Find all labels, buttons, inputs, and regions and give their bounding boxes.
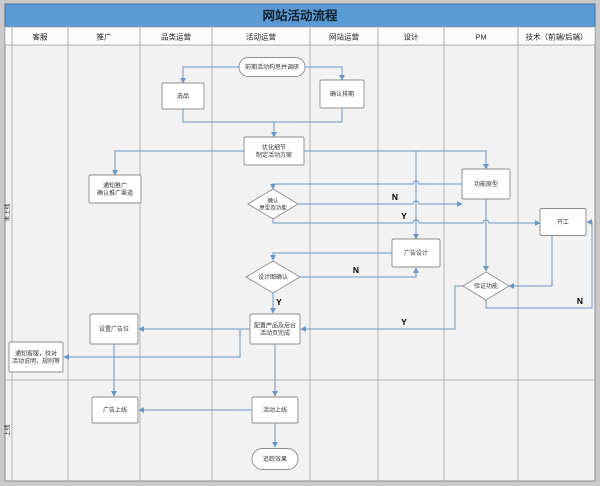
node-label: 选品 <box>177 92 189 100</box>
branch-label-y-sjtqr-y: Y <box>276 297 282 307</box>
flow-node-adpos[interactable]: 设置广告位 <box>89 313 139 345</box>
flow-edge-start-paiqi <box>305 66 345 81</box>
lane-header-label-huodong: 活动运营 <box>246 32 276 42</box>
node-label: 追踪效果 <box>263 455 287 463</box>
branch-label-y-yzgn-y: Y <box>401 317 407 327</box>
terminal-shape <box>251 448 299 470</box>
decision-shape <box>247 188 299 220</box>
node-label: 确认排期 <box>330 90 354 98</box>
start-shape <box>238 57 306 77</box>
node-label: 通知客服，校对 <box>15 349 57 357</box>
flow-node-paiqi[interactable]: 确认排期 <box>319 79 365 109</box>
flow-edge-sjtqr-n <box>300 267 419 278</box>
node-label: 活动说明，规则等 <box>12 357 60 365</box>
branch-label-n-yzgn-n: N <box>577 296 583 306</box>
flow-edge-start-xuanpin <box>180 66 239 84</box>
lane-header-label-wangzhan: 网站运营 <box>329 32 359 42</box>
flow-edge-kaigong-yzgn <box>508 236 553 289</box>
process-shape <box>91 396 139 424</box>
flow-node-kaigong[interactable]: 开工 <box>539 208 587 236</box>
node-label: 广告上线 <box>103 406 127 414</box>
node-label: 开工 <box>557 219 569 226</box>
flow-edge-ggsj-sjtqr <box>270 252 392 261</box>
node-label: 制定活动方案 <box>256 151 292 159</box>
lane-header-label-tuiguang: 推广 <box>97 32 112 42</box>
flow-edge-yuanxing-qryx <box>270 180 462 190</box>
node-label: 活动页完成 <box>260 329 290 337</box>
branch-label-y-qryx-y: Y <box>401 211 407 221</box>
row-label-header-cell <box>4 26 13 46</box>
process-shape <box>391 238 441 268</box>
flow-edge-xuanpin-youhua <box>182 109 277 138</box>
lane-header-label-pm: PM <box>475 33 486 42</box>
process-shape <box>88 174 142 204</box>
process-shape <box>461 168 511 200</box>
node-label: 优化细节 <box>262 143 286 151</box>
flow-edge-yzgn-n <box>485 219 593 309</box>
node-label: 配置产品及后台 <box>254 321 296 329</box>
lane-header-label-kefu: 客服 <box>33 32 48 42</box>
node-label: 原型及功能 <box>259 203 287 211</box>
process-shape <box>319 79 365 109</box>
node-label: 通知推广 <box>103 181 127 189</box>
row-label: 未上线 <box>4 203 12 221</box>
process-shape <box>8 341 64 373</box>
row-label: 上线 <box>4 424 12 436</box>
node-label: 广告设计 <box>404 249 428 257</box>
lane-header-jishu <box>517 26 596 46</box>
flow-node-yuanxing[interactable]: 功能原型 <box>461 168 511 200</box>
node-label: 确认推广渠道 <box>97 189 133 197</box>
node-label: 功能原型 <box>474 180 498 188</box>
process-shape <box>251 396 299 424</box>
lane-header-label-jishu: 技术（前端/后端） <box>525 32 587 42</box>
node-label: 设置广告位 <box>99 325 129 333</box>
flow-node-xuanpin[interactable]: 选品 <box>161 82 205 110</box>
flow-edge-youhua-tgqd <box>112 150 244 176</box>
node-label: 确认 <box>267 196 279 204</box>
flow-edge-youhua-yuanxing <box>304 150 489 170</box>
diagram-title: 网站活动流程 <box>262 8 338 23</box>
flow-node-sjtqr[interactable]: 设计图确认 <box>245 260 301 294</box>
node-label: 前期活动构思并调研 <box>245 63 299 71</box>
flow-node-yzgn[interactable]: 验证功能 <box>462 271 510 301</box>
lane-header-label-sheji: 设计 <box>404 32 419 42</box>
node-label: 验证功能 <box>474 282 498 290</box>
process-shape <box>243 136 305 166</box>
decision-shape <box>462 271 510 301</box>
flow-edge-yzgn-y <box>300 285 463 332</box>
lane-header-label-pinlei: 品类运营 <box>161 32 191 42</box>
flow-node-start[interactable]: 前期活动构思并调研 <box>238 57 306 77</box>
flow-edge-qryx-y <box>272 219 541 226</box>
branch-label-n-qryx-n: N <box>392 192 398 202</box>
decision-shape <box>245 260 301 294</box>
flow-edge-paiqi-merge <box>274 108 343 123</box>
flow-edge-peizhi-kfxx <box>63 329 241 360</box>
process-shape <box>539 208 587 236</box>
process-shape <box>161 82 205 110</box>
branch-label-n-sjtqr-n: N <box>353 265 359 275</box>
flow-node-track[interactable]: 追踪效果 <box>251 448 299 470</box>
process-shape <box>249 313 301 345</box>
node-label: 设计图确认 <box>258 273 288 281</box>
process-shape <box>89 313 139 345</box>
node-label: 活动上线 <box>263 406 287 414</box>
flow-node-actonline[interactable]: 活动上线 <box>251 396 299 424</box>
flow-edge-qryx-n <box>298 200 463 207</box>
flow-node-ggsj[interactable]: 广告设计 <box>391 238 441 268</box>
flow-node-adonline[interactable]: 广告上线 <box>91 396 139 424</box>
